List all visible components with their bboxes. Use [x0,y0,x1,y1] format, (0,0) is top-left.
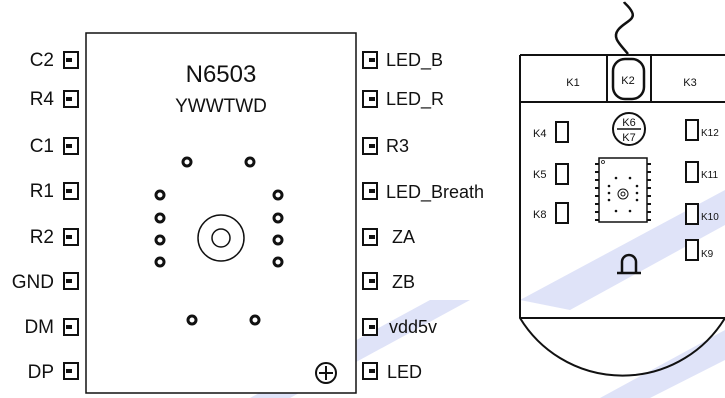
pin-label: GND [12,272,54,293]
pin-c1: C1 [30,136,79,157]
chip-hole [249,314,261,326]
pin-label: LED_B [386,50,443,71]
key-label-k8: K8 [533,209,546,221]
pin-label: LED_R [386,89,444,110]
key-label-k4: K4 [533,128,546,140]
plus-circle-icon [315,362,337,384]
pin-label: DP [28,362,54,383]
left-pin-column: C2 R4 C1 R1 R2 GND DM DP [12,50,79,383]
chip-hole [154,256,166,268]
pin-label: R4 [30,89,55,110]
pin-za: ZA [362,227,415,247]
chip-body [85,32,357,394]
pin-label: ZB [392,272,415,292]
pin-label: C1 [30,136,54,157]
key-label-k3: K3 [683,77,696,89]
chip-hole [181,156,193,168]
chip-package: N6503 YWWTWD [85,32,357,394]
pin-led: LED [362,362,422,382]
chip-hole [272,189,284,201]
chip-hole [272,234,284,246]
key-label-k6: K6 [622,117,635,129]
chip-hole [272,212,284,224]
chip-hole [244,156,256,168]
pin-label: LED_Breath [386,182,484,203]
pin-zb: ZB [362,272,415,292]
pin-label: R2 [30,227,54,248]
pin-c2: C2 [30,50,79,71]
pin-label: DM [24,317,54,338]
pin-r2: R2 [30,227,79,248]
pin-label: LED [387,362,422,382]
pin-led-r: LED_R [362,89,444,110]
key-label-k1: K1 [566,77,579,89]
usb-cable-icon [614,1,635,55]
pin-label: R1 [30,181,54,202]
key-label-k5: K5 [533,169,546,181]
key-label-k2: K2 [621,75,634,87]
right-pin-column: LED_B LED_R R3 LED_Breath ZA ZB vdd5v L [362,50,484,382]
scroll-wheel: K6 K7 [612,112,646,146]
pin-dp: DP [28,362,79,383]
pin-vdd5v: vdd5v [362,317,437,337]
chip-hole [154,234,166,246]
pin-r4: R4 [30,89,79,110]
pin-r3: R3 [362,136,409,156]
key-label-k11: K11 [701,170,718,181]
chip-hole [154,212,166,224]
pin-label: vdd5v [389,317,437,337]
key-label-k9: K9 [701,249,714,260]
mouse-left-keys: K4 K5 K8 [533,121,569,224]
chip-hole [272,256,284,268]
mouse-right-keys: K12 K11 K10 K9 [685,119,719,261]
chip-hole [186,314,198,326]
pin-led-breath: LED_Breath [362,182,484,203]
pin-label: C2 [30,50,54,71]
pin-label: ZA [392,227,415,247]
chip-date-code: YWWTWD [175,96,267,117]
key-k2-outline [611,57,646,101]
chip-hole-pattern [154,156,284,326]
chip-hole [154,189,166,201]
key-label-k7: K7 [622,132,635,144]
pin-label: R3 [386,136,409,156]
pin-dm: DM [24,317,79,338]
pin-led-b: LED_B [362,50,443,71]
key-label-k12: K12 [701,128,719,139]
mini-chip [595,157,651,223]
led-dome-icon [617,253,641,275]
pin-r1: R1 [30,181,79,202]
chip-name: N6503 [186,61,257,88]
pin-gnd: GND [12,272,79,293]
chip-lens [197,214,245,262]
mouse-top-keys: K1 K2 K3 [566,57,697,101]
mouse-outline [519,1,725,377]
key-label-k10: K10 [701,212,719,223]
